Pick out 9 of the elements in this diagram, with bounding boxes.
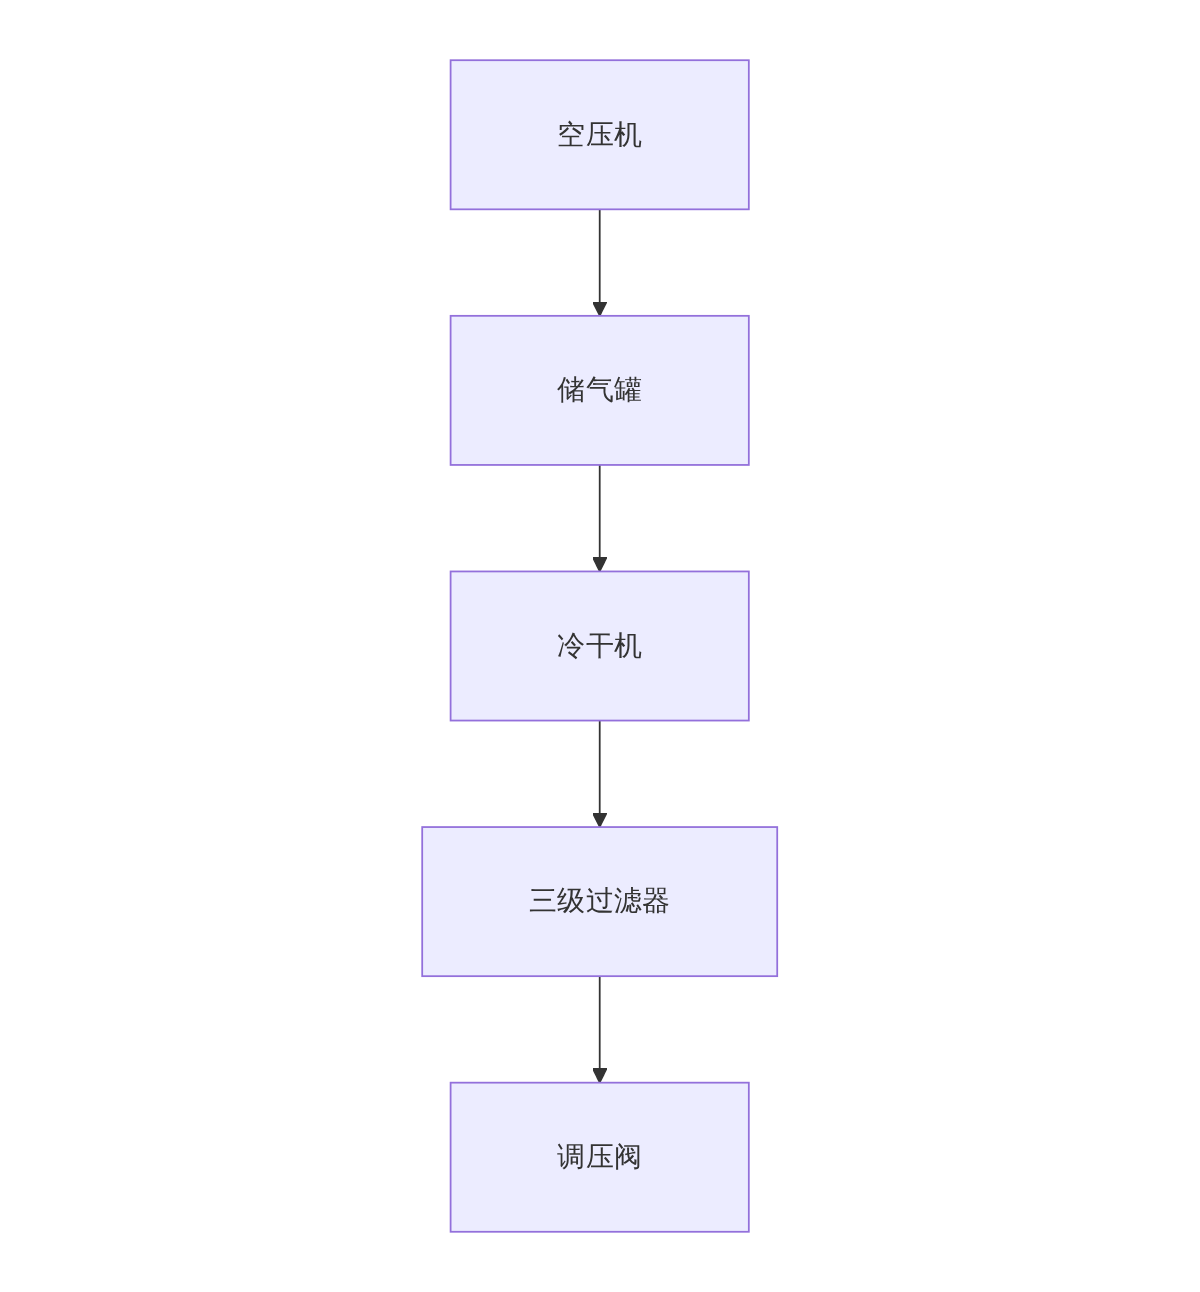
arrow bbox=[592, 719, 608, 828]
arrow bbox=[592, 208, 608, 317]
node-box: 调压阀 bbox=[450, 1081, 750, 1233]
node-box: 储气罐 bbox=[450, 314, 750, 466]
node-box: 冷干机 bbox=[450, 570, 750, 722]
node-box: 三级过滤器 bbox=[421, 826, 779, 978]
arrow bbox=[592, 975, 608, 1084]
node-box: 空压机 bbox=[450, 59, 750, 211]
arrow bbox=[592, 464, 608, 573]
